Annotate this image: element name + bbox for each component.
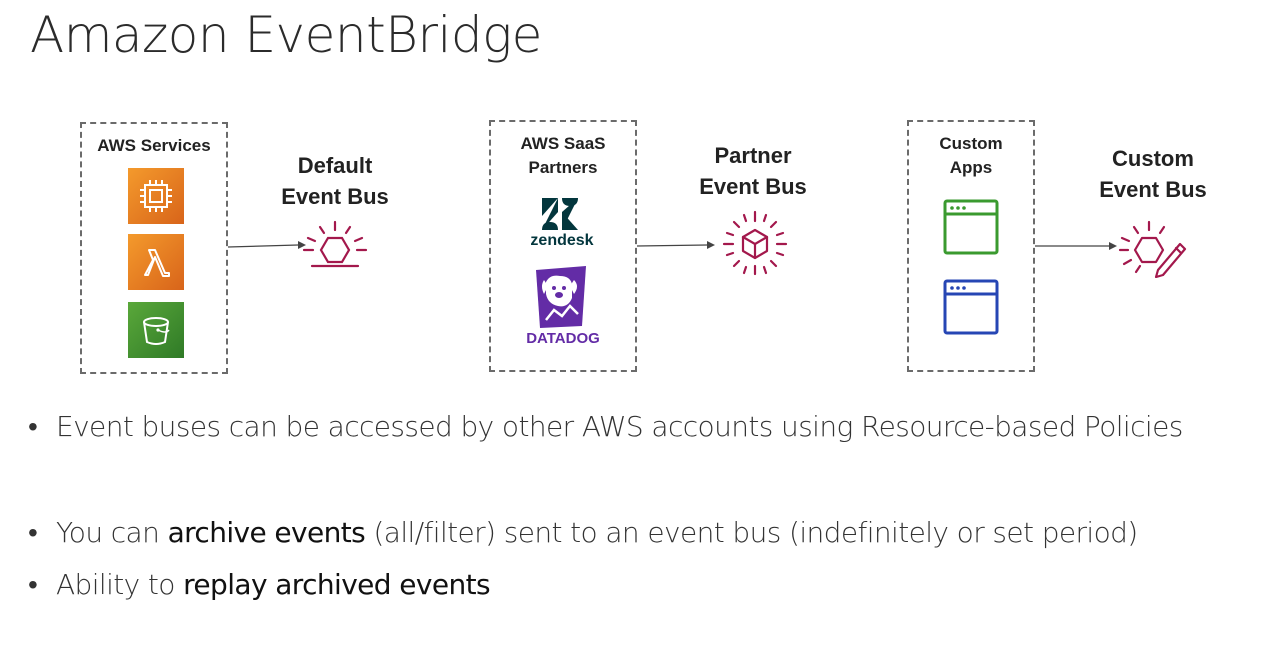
custom-apps-label: Custom Apps — [939, 134, 1003, 177]
custom-app-window-icon-blue — [943, 279, 999, 335]
arrow-to-custom-bus — [1035, 242, 1117, 250]
bullet-dot: • — [28, 568, 38, 601]
s3-icon — [128, 302, 184, 358]
bullet-dot: • — [28, 516, 38, 549]
custom-event-bus-label: Custom Event Bus — [1099, 146, 1207, 202]
lambda-icon — [128, 234, 184, 290]
custom-apps-box: Custom Apps — [907, 120, 1035, 372]
saas-partners-box: AWS SaaS Partners — [489, 120, 637, 372]
saas-partners-label: AWS SaaS Partners — [520, 134, 606, 177]
bullet-dot: • — [28, 410, 38, 443]
page-title: Amazon EventBridge — [30, 6, 542, 64]
bullet-text: Ability to — [56, 568, 184, 601]
custom-app-window-icon-green — [943, 199, 999, 255]
default-event-bus-label: Default Event Bus — [281, 153, 389, 209]
bullet-emphasis: archive events — [167, 516, 366, 549]
partner-event-bus-label: Partner Event Bus — [699, 143, 807, 199]
bullet-text: (all/filter) sent to an event bus (indef… — [365, 516, 1138, 549]
datadog-logo-icon — [536, 266, 586, 328]
event-bus-icon — [302, 220, 368, 268]
aws-services-label: AWS Services — [97, 136, 211, 155]
bullet-archive-events: • You can archive events (all/filter) sen… — [28, 516, 1138, 549]
bullet-resource-policies: • Event buses can be accessed by other AW… — [28, 410, 1183, 443]
partner-event-bus-icon — [722, 210, 788, 276]
ec2-icon — [128, 168, 184, 224]
datadog-logo-text: DATADOG — [526, 330, 600, 347]
bullet-text: You can — [56, 516, 168, 549]
zendesk-logo-text: zendesk — [530, 232, 594, 249]
aws-services-box: AWS Services — [80, 122, 228, 374]
bullet-replay-events: • Ability to replay archived events — [28, 568, 491, 601]
arrow-to-default-bus — [228, 241, 306, 249]
arrow-to-partner-bus — [637, 241, 715, 249]
zendesk-logo-icon — [542, 198, 578, 230]
custom-event-bus-icon — [1118, 220, 1187, 278]
bullet-emphasis: replay archived events — [183, 568, 491, 601]
bullet-text: Event buses can be accessed by other AWS… — [56, 410, 1183, 443]
